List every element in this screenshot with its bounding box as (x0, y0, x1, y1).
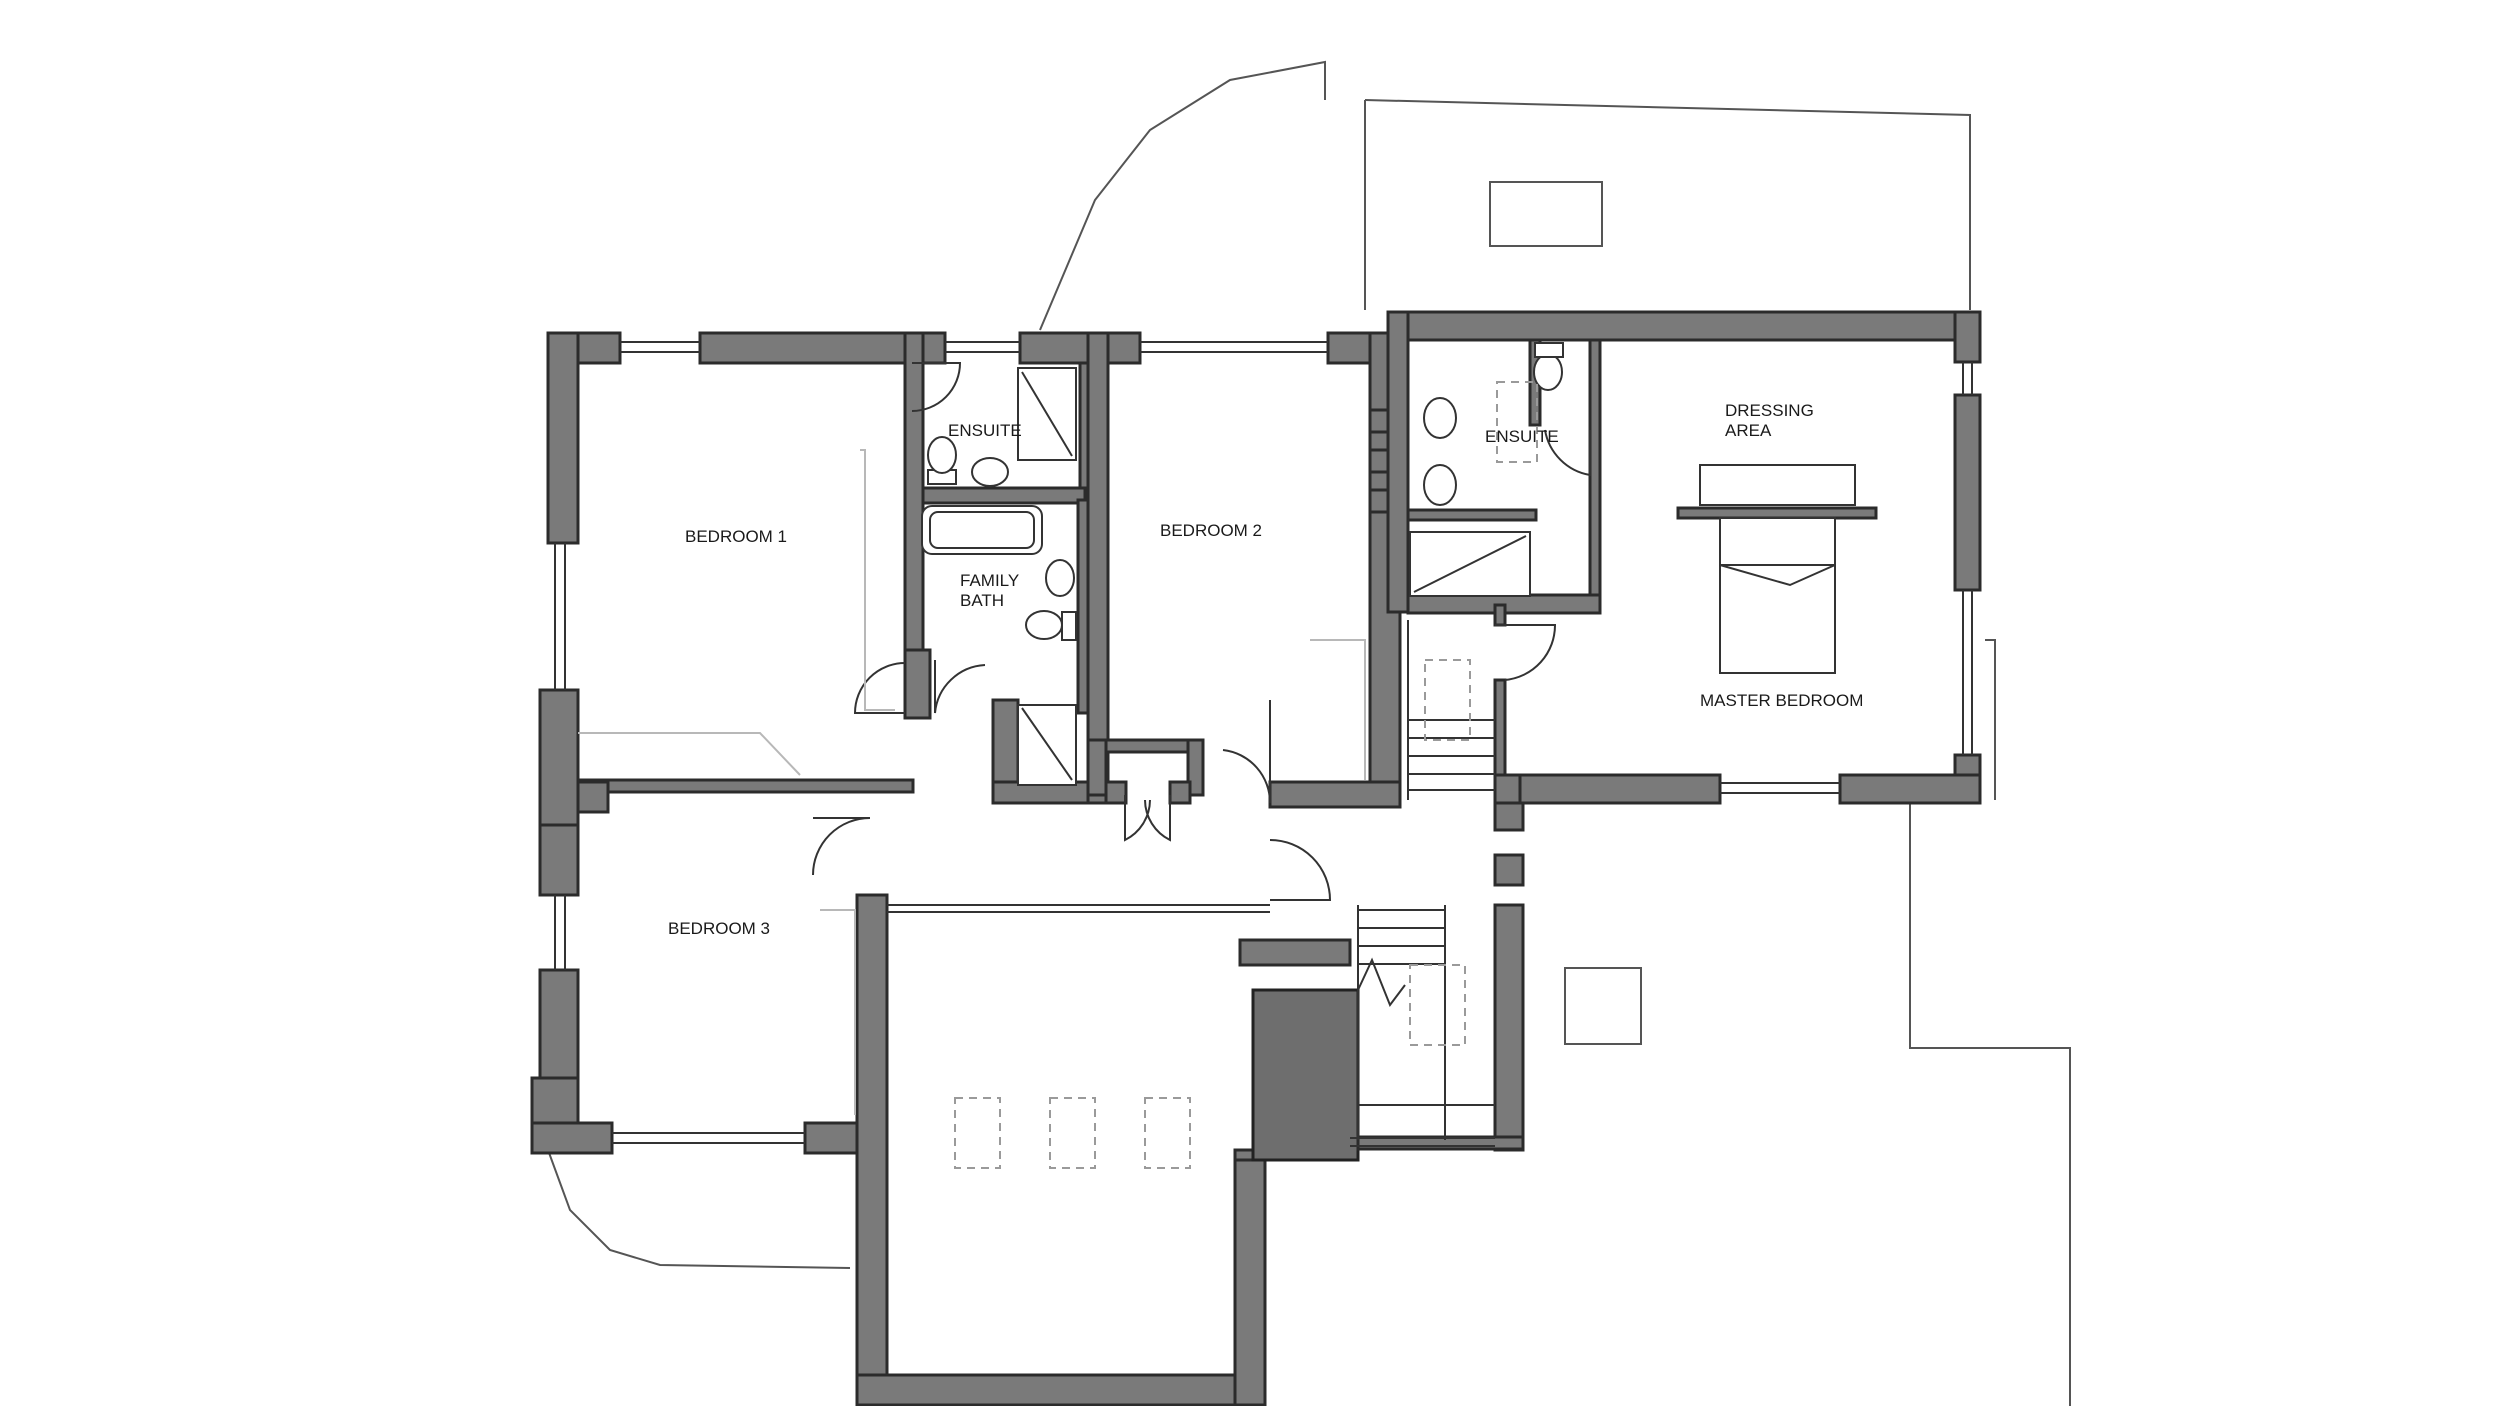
site-boundary (547, 60, 2071, 1406)
bed-icon (1676, 464, 1878, 674)
room-label-bedroom-2: BEDROOM 2 (1160, 521, 1262, 540)
doors (578, 362, 1591, 1115)
toilet-icon (1533, 353, 1563, 391)
toilet-icon (927, 436, 957, 474)
room-label-master-bedroom: MASTER BEDROOM (1700, 691, 1863, 710)
room-label-bedroom-3: BEDROOM 3 (668, 919, 770, 938)
room-label-ensuite-right: ENSUITE (1485, 427, 1559, 446)
room-labels: BEDROOM 1 BEDROOM 2 BEDROOM 3 ENSUITE FA… (668, 401, 1863, 938)
room-label-area: AREA (1725, 421, 1772, 440)
room-label-bedroom-1: BEDROOM 1 (685, 527, 787, 546)
rooflight (1564, 967, 1642, 1045)
left-ensuite-fixtures (921, 367, 1077, 786)
room-label-ensuite-left: ENSUITE (948, 421, 1022, 440)
right-ensuite-fixtures (1409, 342, 1564, 597)
windows (554, 341, 1973, 1147)
basin-icon (1423, 464, 1457, 506)
walls (530, 310, 1982, 1406)
rooflight (1489, 181, 1603, 247)
rooflights (954, 1097, 1191, 1169)
basin-icon (1423, 397, 1457, 439)
room-label-dressing: DRESSING (1725, 401, 1814, 420)
toilet-icon (1025, 610, 1063, 640)
basin-icon (971, 457, 1009, 487)
stairs (1357, 620, 1495, 1140)
room-label-bath: BATH (960, 591, 1004, 610)
room-label-family: FAMILY (960, 571, 1019, 590)
basin-icon (1045, 559, 1075, 597)
